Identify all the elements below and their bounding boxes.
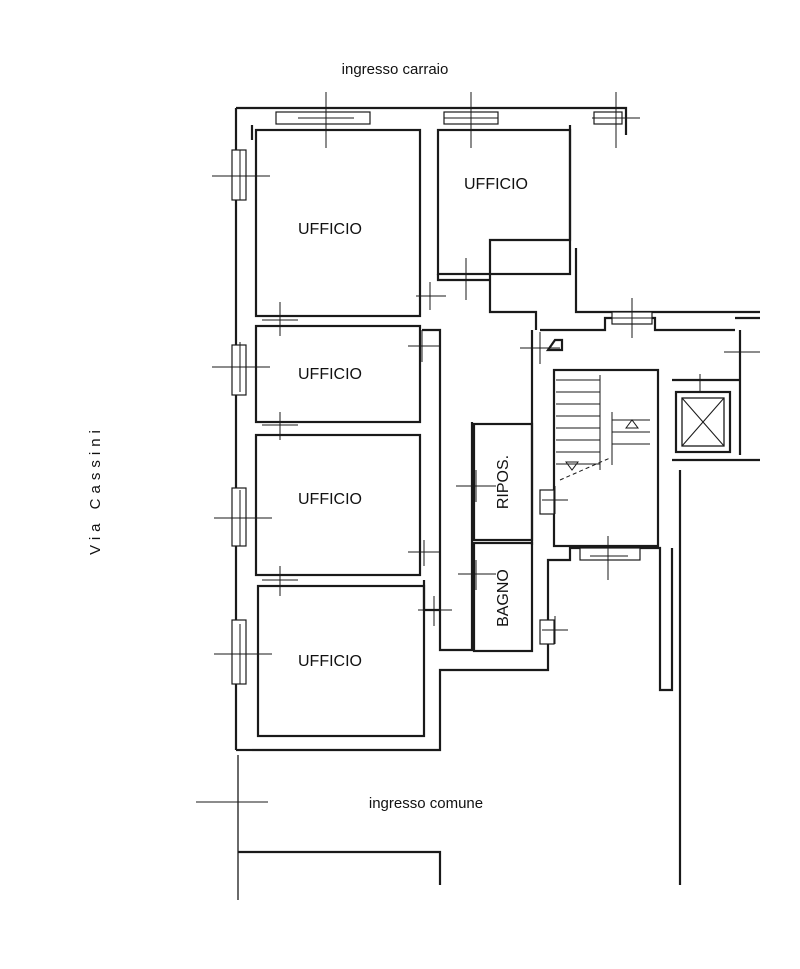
stairwell <box>545 338 660 548</box>
corridor-walls <box>422 328 534 652</box>
room-bagno: BAGNO <box>495 569 512 627</box>
street-label: Via Cassini <box>87 425 104 555</box>
office-rooms <box>254 128 572 738</box>
upper-right-walls <box>488 125 760 455</box>
room-ufficio-3: UFFICIO <box>298 366 362 383</box>
stair-icon <box>556 375 650 481</box>
room-riposo: RIPOS. <box>495 455 512 509</box>
room-ufficio-2: UFFICIO <box>464 176 528 193</box>
service-rooms <box>472 422 534 653</box>
room-ufficio-4: UFFICIO <box>298 491 362 508</box>
window-crosshair-icon <box>196 92 760 822</box>
room-ufficio-1: UFFICIO <box>298 221 362 238</box>
entrance-driveway-label: ingresso carraio <box>342 61 449 78</box>
common-entrance-label: ingresso comune <box>369 795 483 812</box>
window-marks <box>231 111 653 685</box>
elevator-shaft-icon <box>672 378 740 454</box>
room-ufficio-5: UFFICIO <box>298 653 362 670</box>
